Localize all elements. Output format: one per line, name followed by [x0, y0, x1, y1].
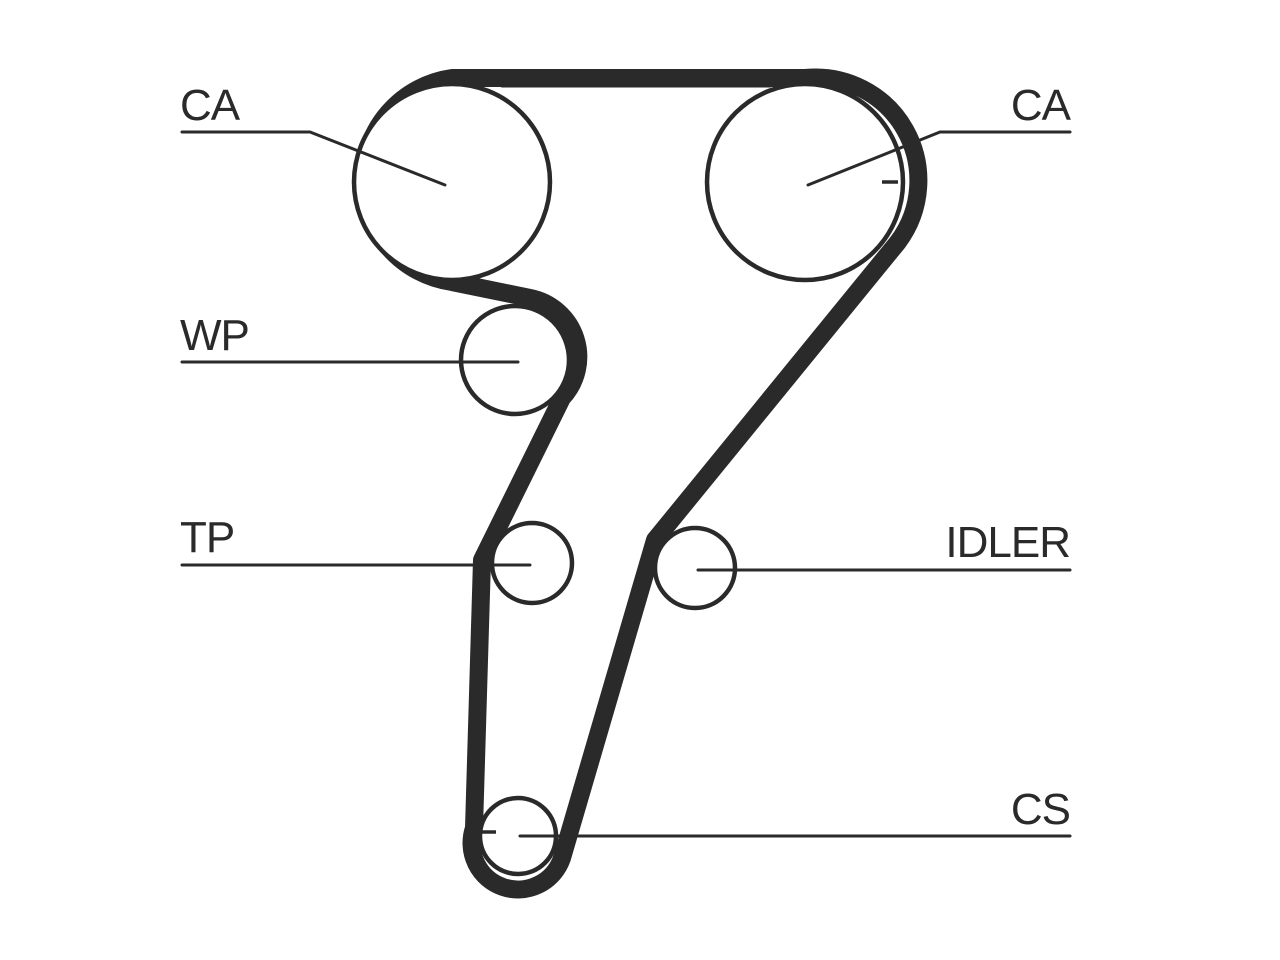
- leader-cam-right: [806, 130, 1072, 187]
- leader-cam-left: [180, 130, 447, 187]
- water-pump-pulley: [458, 303, 572, 417]
- cam-pulley-right: [704, 81, 906, 283]
- label-crankshaft: CS: [1011, 785, 1070, 834]
- label-tensioner: TP: [180, 513, 234, 562]
- label-idler: IDLER: [945, 518, 1070, 567]
- cam-pulley-left: [351, 81, 553, 283]
- label-cam-left: CA: [180, 81, 241, 130]
- idler-pulley: [652, 525, 738, 611]
- label-water-pump: WP: [180, 311, 249, 360]
- label-cam-right: CA: [1011, 81, 1072, 130]
- tensioner-pulley: [489, 520, 575, 606]
